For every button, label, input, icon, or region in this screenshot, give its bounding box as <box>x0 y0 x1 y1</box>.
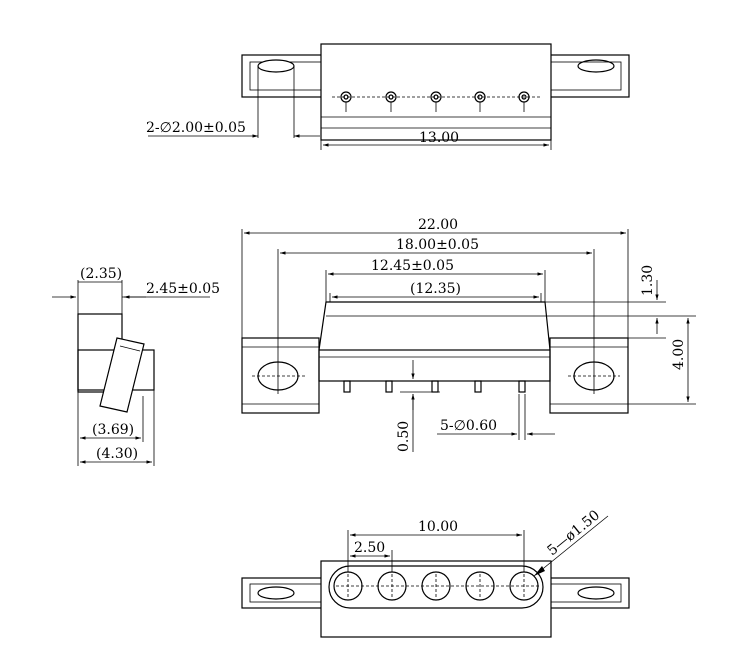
front-right-flange <box>549 337 629 414</box>
body-outer-label: 12.45±0.05 <box>371 258 454 274</box>
body-inner-label: (12.35) <box>410 281 461 297</box>
pin-span-label: 10.00 <box>418 519 458 535</box>
front-body <box>318 349 551 382</box>
pin-dia-label: 5-∅0.60 <box>440 418 497 434</box>
bottom-body <box>320 560 552 638</box>
front-left-flange <box>241 337 320 414</box>
pin-standoff-label: 0.50 <box>396 421 412 452</box>
top-pins <box>340 91 530 112</box>
top-width-label: (2.35) <box>80 266 122 282</box>
thickness-label: 2.45±0.05 <box>146 281 220 297</box>
socket-dia-label: 5—ø1.50 <box>544 507 603 559</box>
pin-pitch-label: 2.50 <box>354 540 385 556</box>
overall-depth-label: (4.30) <box>96 446 138 462</box>
hole-pitch-label: 18.00±0.05 <box>396 237 479 253</box>
front-pins <box>343 380 526 393</box>
top-view: 2-∅2.00±0.05 13.00 <box>146 43 630 150</box>
overall-width-label: 22.00 <box>418 217 458 233</box>
side-tongue <box>99 337 145 413</box>
height-label: 4.00 <box>671 339 687 370</box>
bottom-view: 10.00 2.50 5—ø1.50 <box>241 507 630 638</box>
hole-dia-label: 2-∅2.00±0.05 <box>146 120 246 136</box>
side-view: (2.35) 2.45±0.05 (3.69) (4.30) <box>52 266 220 466</box>
top-offset-label: 1.30 <box>640 265 656 296</box>
body-length-label: 13.00 <box>419 130 459 146</box>
front-view: 22.00 18.00±0.05 12.45±0.05 (12.35) 1.30… <box>241 217 696 452</box>
top-slot <box>577 59 615 73</box>
bottom-sockets <box>333 571 539 601</box>
lower-width-label: (3.69) <box>92 422 134 438</box>
